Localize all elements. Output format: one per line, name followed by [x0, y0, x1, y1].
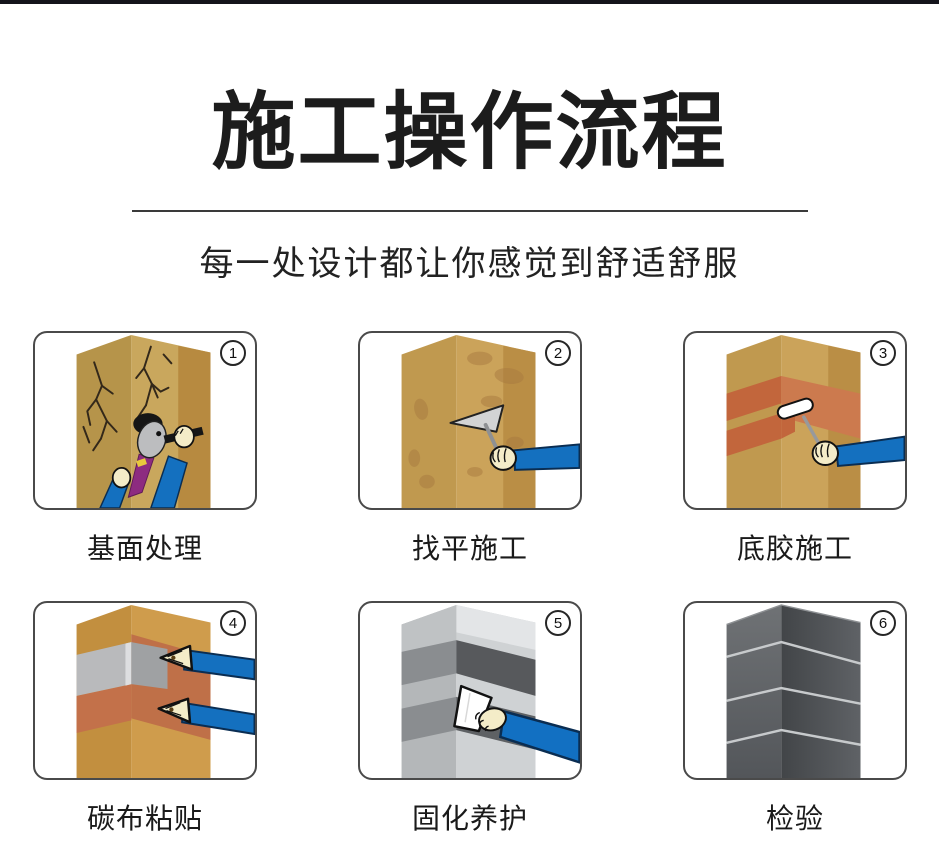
- step-label: 碳布粘贴: [86, 803, 203, 834]
- carbon-cloth: [76, 642, 168, 696]
- illustration-wrapped-column: [726, 604, 861, 778]
- step-number: 2: [553, 344, 563, 362]
- step-panel-6: 6: [683, 601, 907, 780]
- step-number: 5: [553, 614, 563, 632]
- step-label: 基面处理: [86, 533, 203, 564]
- step-panel-2: 2: [358, 331, 582, 510]
- step-card-3: 3 底胶施工: [683, 331, 907, 567]
- step-panel-3: 3: [683, 331, 907, 510]
- step-label: 找平施工: [411, 533, 528, 564]
- mortar-patches: [408, 351, 524, 489]
- illustration-carbon-cloth-pasting: [76, 604, 255, 778]
- step-label: 检验: [765, 803, 824, 834]
- step-number-badge: 5: [545, 610, 571, 636]
- step-panel-1: 1: [33, 331, 257, 510]
- step-card-6: 6 检验: [683, 601, 907, 837]
- step-number-badge: 4: [220, 610, 246, 636]
- illustration-grinding-cracked-column: [76, 334, 211, 508]
- worker-hand: [475, 707, 580, 764]
- step-card-5: 5 固化养护: [358, 601, 582, 837]
- pressing-hand-upper: [159, 644, 255, 681]
- step-card-4: 4 碳布粘贴: [33, 601, 257, 837]
- worker-hand: [811, 435, 905, 468]
- illustration-primer-roller: [726, 334, 905, 508]
- cloth-seam-lines: [726, 640, 861, 746]
- worker-hand: [489, 443, 580, 471]
- pressing-hand-lower: [157, 697, 255, 736]
- crack-marks: [82, 345, 173, 452]
- step-label: 固化养护: [411, 803, 528, 834]
- title-divider: [131, 210, 808, 212]
- step-label: 底胶施工: [736, 533, 853, 564]
- illustration-curing-wipe: [401, 604, 580, 778]
- illustration-leveling-putty-knife: [401, 334, 580, 508]
- grinder-icon: [111, 413, 204, 499]
- step-number: 4: [228, 614, 238, 632]
- step-number: 1: [228, 344, 238, 362]
- step-card-1: 1 基面处理: [33, 331, 257, 567]
- step-card-2: 2 找平施工: [358, 331, 582, 567]
- step-number-badge: 3: [870, 340, 896, 366]
- step-number-badge: 1: [220, 340, 246, 366]
- header: 施工操作流程 每一处设计都让你感觉到舒适舒服: [0, 90, 939, 285]
- step-number: 3: [878, 344, 888, 362]
- step-panel-5: 5: [358, 601, 582, 780]
- step-number: 6: [878, 614, 888, 632]
- step-number-badge: 6: [870, 610, 896, 636]
- step-number-badge: 2: [545, 340, 571, 366]
- page-subtitle: 每一处设计都让你感觉到舒适舒服: [199, 245, 740, 283]
- steps-grid: 1 基面处理: [33, 331, 939, 837]
- page-title: 施工操作流程: [211, 85, 728, 179]
- primer-bands: [726, 376, 861, 457]
- paint-roller-icon: [776, 397, 823, 449]
- step-panel-4: 4: [33, 601, 257, 780]
- top-black-bar: [0, 0, 939, 4]
